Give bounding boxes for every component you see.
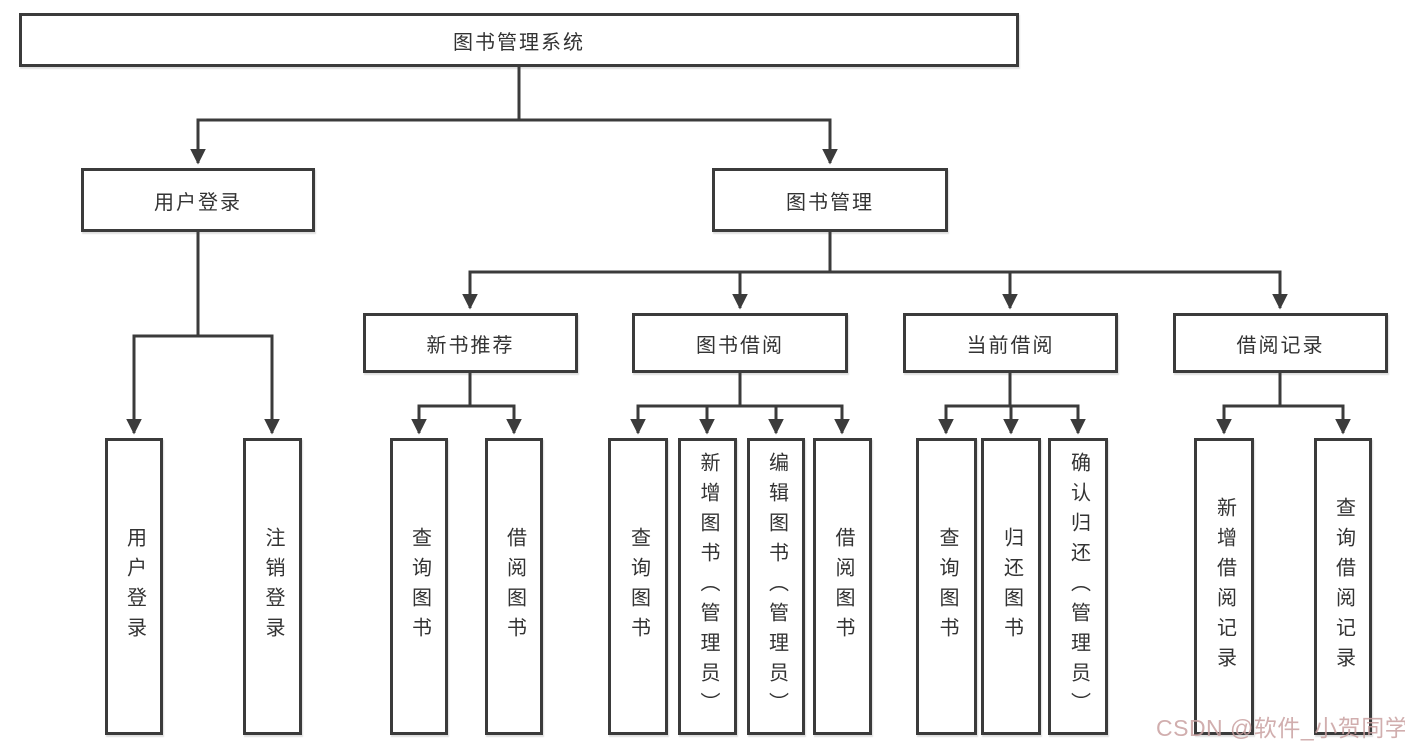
node-current-borrowing: 当前借阅: [903, 313, 1118, 373]
leaf-confirm-return-admin: 确认归还（管理员）: [1048, 438, 1108, 735]
node-book-borrowing-label: 图书借阅: [696, 334, 784, 357]
leaf-add-borrow-record: 新增借阅记录: [1194, 438, 1254, 735]
node-borrowing-records-label: 借阅记录: [1236, 334, 1325, 357]
leaf-user-login-label: 用户登录: [123, 526, 146, 647]
leaf-query-borrow-record: 查询借阅记录: [1314, 438, 1372, 735]
leaf-edit-books-admin: 编辑图书（管理员）: [747, 438, 805, 735]
node-book-management-label: 图书管理: [786, 191, 874, 214]
leaf-logout-login-label: 注销登录: [262, 526, 284, 647]
leaf-logout-login: 注销登录: [243, 438, 302, 735]
node-current-borrowing-label: 当前借阅: [966, 334, 1055, 357]
leaf-borrow-books-recommend-label: 借阅图书: [503, 526, 526, 647]
leaf-query-books-current: 查询图书: [916, 438, 977, 735]
node-new-book-recommendation-label: 新书推荐: [426, 334, 515, 357]
node-user-login-label: 用户登录: [154, 191, 242, 214]
leaf-query-books-recommend-label: 查询图书: [408, 526, 431, 647]
csdn-watermark: CSDN @软件_小贺同学: [1156, 715, 1405, 741]
node-book-borrowing: 图书借阅: [632, 313, 848, 373]
leaf-add-books-admin-label: 新增图书（管理员）: [697, 451, 719, 722]
leaf-borrow-books-label: 借阅图书: [832, 526, 854, 647]
leaf-add-books-admin: 新增图书（管理员）: [678, 438, 737, 735]
node-borrowing-records: 借阅记录: [1173, 313, 1388, 373]
leaf-query-books-recommend: 查询图书: [390, 438, 448, 735]
leaf-query-books-borrow-label: 查询图书: [627, 526, 650, 647]
node-book-management: 图书管理: [712, 168, 948, 232]
node-user-login: 用户登录: [81, 168, 315, 232]
leaf-borrow-books-recommend: 借阅图书: [485, 438, 543, 735]
leaf-edit-books-admin-label: 编辑图书（管理员）: [765, 451, 788, 722]
leaf-add-borrow-record-label: 新增借阅记录: [1213, 496, 1236, 677]
leaf-borrow-books: 借阅图书: [813, 438, 872, 735]
node-root: 图书管理系统: [19, 13, 1019, 67]
leaf-confirm-return-admin-label: 确认归还（管理员）: [1067, 451, 1090, 722]
leaf-return-books-label: 归还图书: [1000, 526, 1023, 647]
leaf-query-books-current-label: 查询图书: [936, 526, 958, 647]
leaf-query-books-borrow: 查询图书: [608, 438, 668, 735]
leaf-query-borrow-record-label: 查询借阅记录: [1332, 496, 1355, 677]
node-root-label: 图书管理系统: [453, 31, 585, 54]
leaf-user-login: 用户登录: [105, 438, 163, 735]
node-new-book-recommendation: 新书推荐: [363, 313, 578, 373]
leaf-return-books: 归还图书: [981, 438, 1041, 735]
